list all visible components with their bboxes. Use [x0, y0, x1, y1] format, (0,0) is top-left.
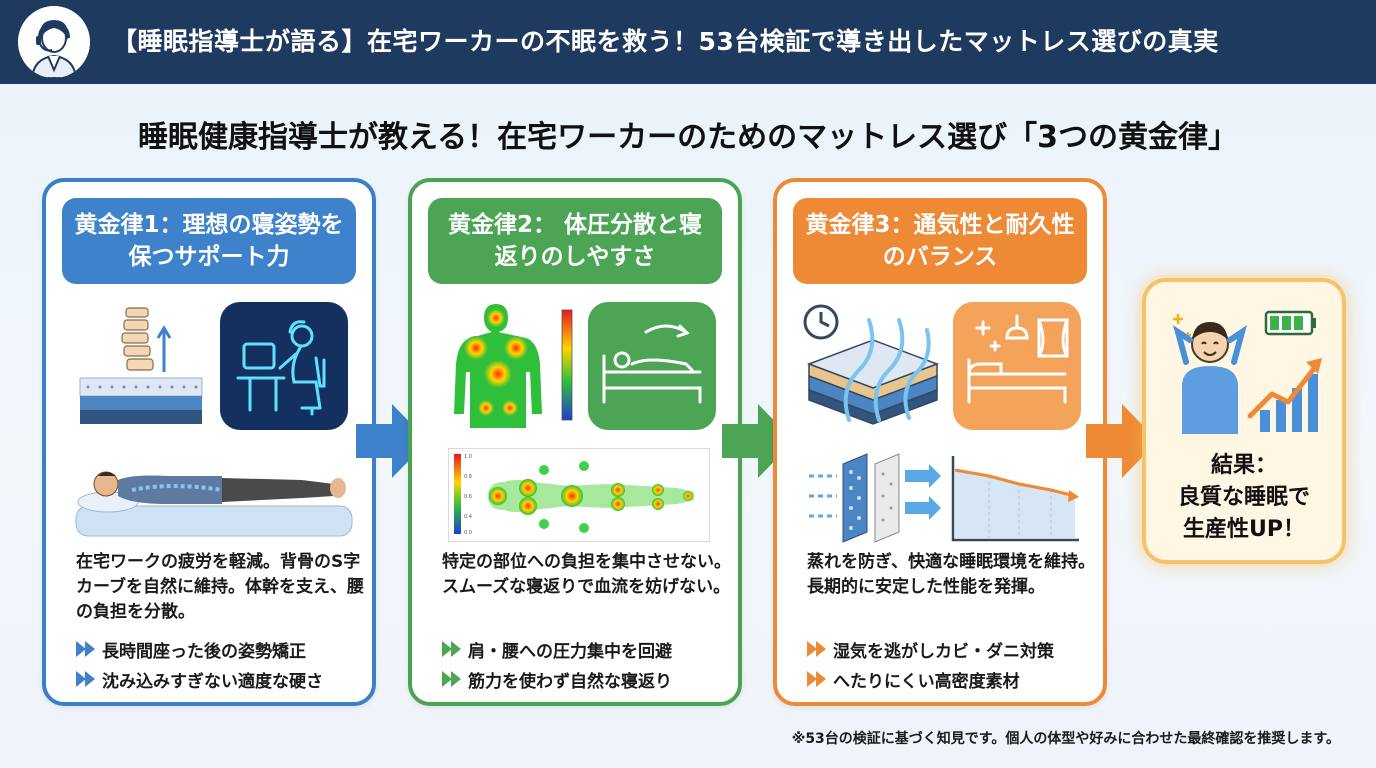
card-title: 黄金律1：理想の寝姿勢を保つサポート力	[62, 198, 356, 284]
svg-text:1.0: 1.0	[464, 454, 472, 460]
ventilation-layers-icon	[809, 453, 941, 543]
double-triangle-icon	[76, 671, 95, 687]
bullet-text: 長時間座った後の姿勢矯正	[102, 641, 306, 662]
double-triangle-icon	[442, 641, 461, 657]
list-item: へたりにくい高密度素材	[807, 664, 1107, 694]
list-item: 湿気を逃がしカビ・ダニ対策	[807, 634, 1107, 664]
svg-text:0.8: 0.8	[464, 474, 472, 480]
main-heading: 睡眠健康指導士が教える！在宅ワーカーのためのマットレス選び「3つの黄金律」	[138, 120, 1238, 155]
double-triangle-icon	[76, 641, 95, 657]
card-title: 黄金律2： 体圧分散と寝返りのしやすさ	[428, 198, 722, 284]
card-title: 黄金律3：通気性と耐久性のバランス	[793, 198, 1087, 284]
bullet-text: 湿気を逃がしカビ・ダニ対策	[833, 641, 1054, 662]
golden-rule-card-2: 黄金律2： 体圧分散と寝返りのしやすさ	[408, 178, 742, 706]
bullet-text: へたりにくい高密度素材	[833, 671, 1020, 692]
lying-person-spine-icon	[75, 471, 353, 537]
desk-worker-neon-icon	[220, 302, 348, 430]
result-text: 結果： 良質な睡眠で 生産性UP！	[1177, 453, 1310, 542]
page-title: 【睡眠指導士が語る】在宅ワーカーの不眠を救う！53台検証で導き出したマットレス選…	[112, 27, 1219, 56]
svg-text:0.0: 0.0	[464, 530, 472, 536]
happy-person-battery-growth-icon	[1173, 310, 1322, 434]
footnote: ※53台の検証に基づく知見です。個人の体型や好みに合わせた最終確認を推奨します。	[791, 731, 1340, 747]
bullet-text: 沈み込みすぎない適度な硬さ	[102, 671, 323, 692]
list-item: 肩・腰への圧力集中を回避	[442, 634, 742, 664]
list-item: 筋力を使わず自然な寝返り	[442, 664, 742, 694]
bullet-list: 肩・腰への圧力集中を回避 筋力を使わず自然な寝返り	[442, 634, 742, 694]
list-item: 長時間座った後の姿勢矯正	[76, 634, 376, 664]
bullet-text: 筋力を使わず自然な寝返り	[468, 671, 672, 692]
golden-rule-card-3: 黄金律3：通気性と耐久性のバランス	[773, 178, 1107, 706]
result-card: 結果： 良質な睡眠で 生産性UP！	[1142, 278, 1346, 564]
svg-text:0.4: 0.4	[464, 514, 472, 520]
bullet-list: 湿気を逃がしカビ・ダニ対策 へたりにくい高密度素材	[807, 634, 1107, 694]
pressure-map-icon: 1.0 0.8 0.6 0.4 0.0	[448, 448, 710, 542]
bullet-list: 長時間座った後の姿勢矯正 沈み込みすぎない適度な硬さ	[76, 634, 376, 694]
arrow-right-icon	[1086, 404, 1158, 478]
golden-rule-card-1: 黄金律1：理想の寝姿勢を保つサポート力	[42, 178, 376, 706]
double-triangle-icon	[442, 671, 461, 687]
card-description: 蒸れを防ぎ、快適な睡眠環境を維持。長期的に安定した性能を発揮。	[807, 552, 1096, 597]
body-heatmap-icon	[454, 304, 573, 428]
card-description: 在宅ワークの疲労を軽減。背骨のS字カーブを自然に維持。体幹を支え、腰の負担を分散…	[76, 552, 364, 622]
header-bar: 【睡眠指導士が語る】在宅ワーカーの不眠を救う！53台検証で導き出したマットレス選…	[0, 0, 1376, 84]
card-description: 特定の部位への負担を集中させない。スムーズな寝返りで血流を妨げない。	[442, 552, 731, 597]
list-item: 沈み込みすぎない適度な硬さ	[76, 664, 376, 694]
bullet-text: 肩・腰への圧力集中を回避	[468, 641, 672, 662]
svg-text:0.6: 0.6	[464, 494, 472, 500]
double-triangle-icon	[807, 671, 826, 687]
airflow-mattress-clock-icon	[803, 304, 940, 425]
double-triangle-icon	[807, 641, 826, 657]
bedroom-icon	[953, 302, 1081, 430]
durability-chart-icon	[951, 456, 1079, 542]
turning-in-bed-icon	[588, 302, 716, 430]
spine-mattress-icon	[79, 307, 203, 424]
doctor-headset-avatar-icon	[18, 6, 90, 78]
